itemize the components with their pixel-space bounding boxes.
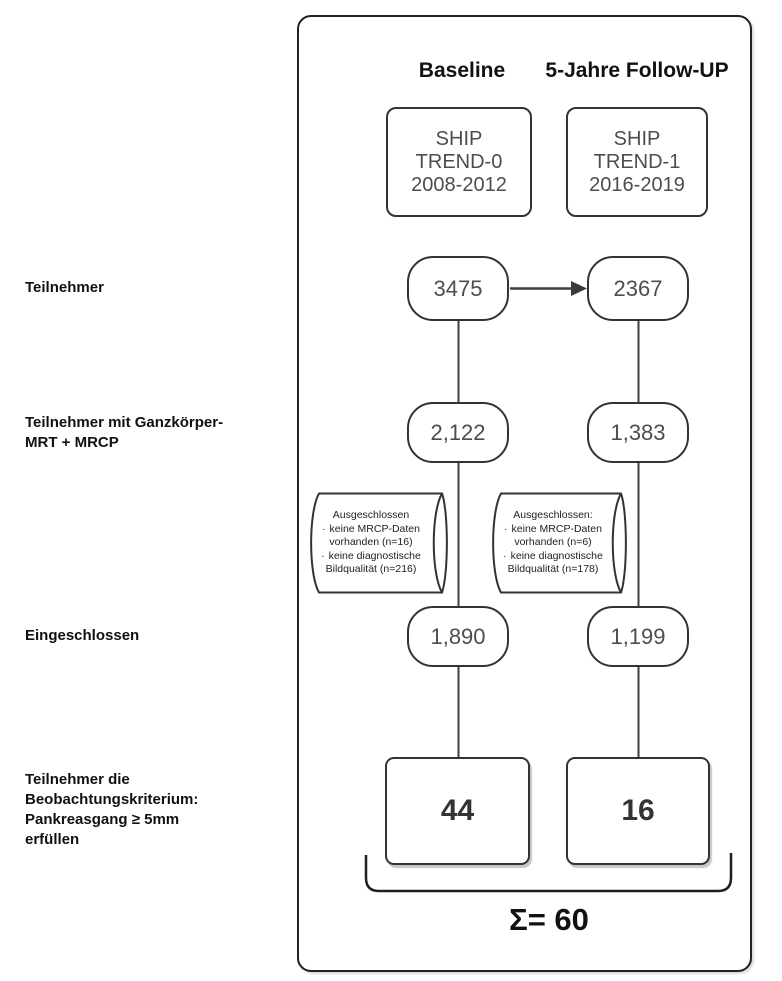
arrowhead-icon bbox=[571, 281, 587, 296]
exclusion-title: Ausgeschlossen: bbox=[513, 509, 593, 521]
sum-total: Σ= 60 bbox=[509, 902, 589, 937]
exclusion-title: Ausgeschlossen bbox=[332, 509, 410, 521]
node-value: 1,199 bbox=[610, 623, 666, 649]
column-header-baseline: Baseline bbox=[418, 59, 506, 82]
row-label-teilnehmer: Teilnehmer bbox=[25, 279, 104, 296]
exclusion-note-text: Ausgeschlossen ·keine MRCP-Daten vorhand… bbox=[312, 509, 430, 577]
cohort-box-ship-trend-0: SHIP TREND-0 2008-2012 bbox=[386, 107, 532, 217]
node-mrt-mrcp-trend1: 1,383 bbox=[587, 402, 689, 463]
exclusion-note-trend1: Ausgeschlossen: ·keine MRCP-Daten vorhan… bbox=[485, 492, 635, 594]
node-eingeschlossen-trend0: 1,890 bbox=[407, 606, 509, 667]
exclusion-item: ·keine MRCP-Daten bbox=[504, 522, 602, 535]
arrow-teilnehmer bbox=[510, 281, 587, 296]
exclusion-note-text: Ausgeschlossen: ·keine MRCP-Daten vorhan… bbox=[494, 509, 612, 577]
node-value: 1,890 bbox=[430, 623, 486, 649]
stored-data-shape-icon bbox=[310, 492, 448, 594]
cohort-box-ship-trend-1: SHIP TREND-1 2016-2019 bbox=[566, 107, 708, 217]
sum-bracket bbox=[364, 853, 733, 893]
cohort-box-label: SHIP TREND-0 2008-2012 bbox=[411, 127, 507, 196]
cohort-box-label: SHIP TREND-1 2016-2019 bbox=[589, 127, 685, 196]
exclusion-item: ·keine diagnostische bbox=[321, 549, 421, 562]
exclusion-note-trend0: Ausgeschlossen ·keine MRCP-Daten vorhand… bbox=[303, 492, 456, 594]
bullet-icon: · bbox=[321, 549, 325, 562]
exclusion-item: ·keine diagnostische bbox=[503, 549, 603, 562]
node-value: 2,122 bbox=[430, 419, 486, 445]
row-label-mrt-mrcp: Teilnehmer mit Ganzkörper- MRT + MRCP bbox=[25, 414, 224, 451]
column-header-followup: 5-Jahre Follow-UP bbox=[545, 59, 729, 82]
exclusion-item: ·keine MRCP-Daten bbox=[322, 522, 420, 535]
node-kriterium-trend1: 16 bbox=[566, 757, 710, 865]
node-mrt-mrcp-trend0: 2,122 bbox=[407, 402, 509, 463]
bullet-icon: · bbox=[504, 522, 508, 535]
node-teilnehmer-trend0: 3475 bbox=[407, 256, 509, 321]
bullet-icon: · bbox=[322, 522, 326, 535]
bullet-icon: · bbox=[503, 549, 507, 562]
stored-data-shape-icon bbox=[492, 492, 627, 594]
row-label-kriterium: Teilnehmer die Beobachtungskriterium: Pa… bbox=[25, 771, 199, 848]
node-teilnehmer-trend1: 2367 bbox=[587, 256, 689, 321]
node-eingeschlossen-trend1: 1,199 bbox=[587, 606, 689, 667]
node-value: 2367 bbox=[613, 275, 663, 301]
row-label-eingeschlossen: Eingeschlossen bbox=[25, 627, 140, 644]
node-kriterium-trend0: 44 bbox=[385, 757, 530, 865]
node-value: 3475 bbox=[433, 275, 483, 301]
node-value: 1,383 bbox=[610, 419, 666, 445]
node-value: 16 bbox=[621, 794, 655, 827]
node-value: 44 bbox=[440, 794, 475, 827]
